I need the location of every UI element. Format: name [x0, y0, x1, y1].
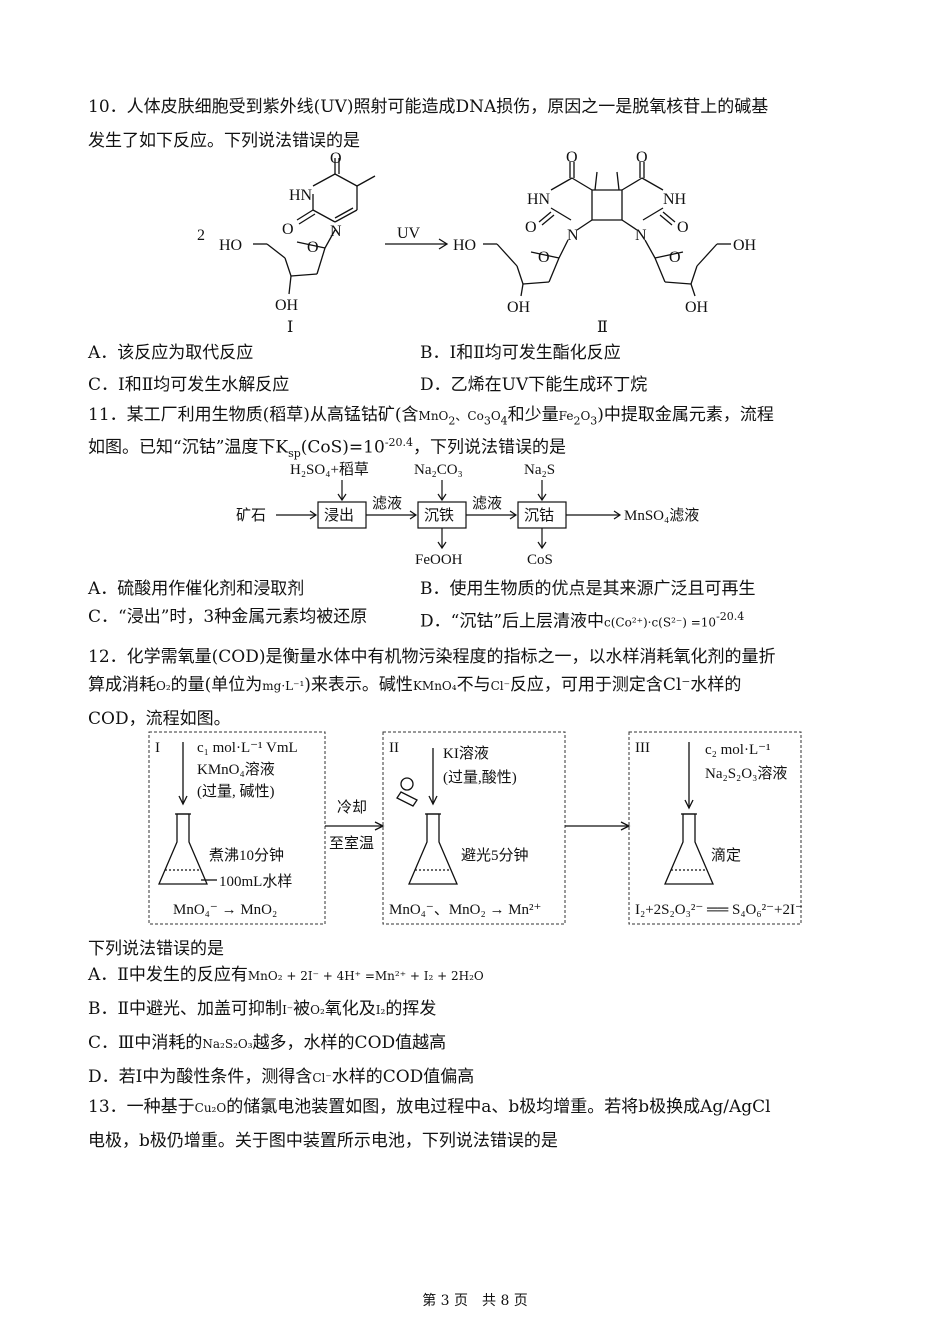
svg-text:MnO₄⁻、MnO₂ → Mn²⁺: MnO₄⁻、MnO₂ → Mn²⁺	[389, 902, 541, 918]
svg-text:OH: OH	[507, 299, 531, 316]
svg-text:HN: HN	[527, 191, 551, 208]
q10-reaction-diagram: 2 O HN O N O HO OH Ⅰ UV O O HN NH O O N …	[197, 149, 757, 336]
q11-option-d: D．“沉钴”后上层清液中c(Co²⁺)·c(S²⁻) =10-20.4	[420, 610, 745, 632]
q10-option-a: A．该反应为取代反应	[88, 343, 254, 363]
page-footer: 第 3 页 共 8 页	[422, 1293, 528, 1309]
q12-option-d: D．若Ⅰ中为酸性条件，测得含Cl⁻水样的COD值偏高	[88, 1067, 475, 1087]
svg-text:滤液: 滤液	[472, 495, 502, 512]
svg-text:UV: UV	[397, 225, 421, 242]
svg-text:FeOOH: FeOOH	[415, 552, 463, 568]
q13-stem-line2: 电极，b极仍增重。关于图中装置所示电池，下列说法错误的是	[88, 1131, 558, 1151]
svg-text:至室温: 至室温	[329, 835, 374, 852]
svg-text:O: O	[282, 221, 294, 238]
svg-text:Na₂CO₃: Na₂CO₃	[414, 462, 463, 478]
svg-text:Na₂S₂O₃溶液: Na₂S₂O₃溶液	[705, 765, 787, 782]
svg-text:H₂SO₄+稻草: H₂SO₄+稻草	[290, 461, 369, 478]
svg-text:MnSO₄滤液: MnSO₄滤液	[624, 507, 699, 524]
svg-text:N: N	[635, 227, 647, 244]
q11-stem-line1: 11．某工厂利用生物质(稻草)从高锰钴矿(含MnO2、Co3O4和少量Fe2O3…	[88, 405, 774, 428]
svg-text:CoS: CoS	[527, 552, 553, 568]
svg-text:O: O	[330, 150, 342, 167]
svg-text:O: O	[538, 249, 550, 266]
q11-option-b: B．使用生物质的优点是其来源广泛且可再生	[420, 579, 756, 599]
q10-option-c: C．Ⅰ和Ⅱ均可发生水解反应	[88, 375, 290, 395]
svg-text:矿石: 矿石	[236, 507, 266, 524]
svg-text:O: O	[636, 149, 648, 166]
svg-text:KMnO₄溶液: KMnO₄溶液	[197, 761, 275, 778]
q12-stem-line2: 算成消耗O₂的量(单位为mg·L⁻¹)来表示。碱性KMnO₄不与Cl⁻反应，可用…	[88, 675, 742, 695]
svg-text:O: O	[525, 219, 537, 236]
svg-text:100mL水样: 100mL水样	[219, 873, 292, 890]
svg-text:避光5分钟: 避光5分钟	[461, 847, 529, 864]
svg-text:I₂+2S₂O₃²⁻ ══ S₄O₆²⁻+2I⁻: I₂+2S₂O₃²⁻ ══ S₄O₆²⁻+2I⁻	[635, 902, 803, 918]
q10-option-b: B．Ⅰ和Ⅱ均可发生酯化反应	[420, 343, 621, 363]
q10-stem-line2: 发生了如下反应。下列说法错误的是	[88, 131, 360, 151]
svg-text:Ⅰ: Ⅰ	[287, 319, 293, 336]
q11-option-a: A．硫酸用作催化剂和浸取剂	[88, 579, 305, 599]
svg-text:沉铁: 沉铁	[424, 507, 454, 524]
svg-text:Na₂S: Na₂S	[524, 462, 555, 478]
q13-stem-line1: 13．一种基于Cu₂O的储氯电池装置如图，放电过程中a、b极均增重。若将b极换成…	[88, 1097, 771, 1117]
svg-text:c₁ mol·L⁻¹ VmL: c₁ mol·L⁻¹ VmL	[197, 740, 298, 756]
svg-text:OH: OH	[685, 299, 709, 316]
svg-text:c₂ mol·L⁻¹: c₂ mol·L⁻¹	[705, 742, 771, 758]
svg-text:滴定: 滴定	[711, 846, 741, 864]
q10-stem-line1: 10．人体皮肤细胞受到紫外线(UV)照射可能造成DNA损伤，原因之一是脱氧核苷上…	[88, 97, 769, 117]
svg-text:OH: OH	[275, 297, 299, 314]
svg-text:浸出: 浸出	[324, 507, 354, 524]
svg-text:O: O	[307, 239, 319, 256]
svg-text:煮沸10分钟: 煮沸10分钟	[209, 847, 284, 864]
svg-text:I: I	[155, 740, 160, 756]
svg-text:NH: NH	[663, 191, 687, 208]
svg-text:(过量, 碱性): (过量, 碱性)	[197, 783, 275, 800]
svg-text:冷却: 冷却	[337, 799, 367, 816]
svg-text:沉钴: 沉钴	[524, 507, 554, 524]
svg-text:OH: OH	[733, 237, 757, 254]
q11-stem-line2: 如图。已知“沉钴”温度下Ksp(CoS)=10-20.4，下列说法错误的是	[88, 436, 567, 461]
svg-text:MnO₄⁻ → MnO₂: MnO₄⁻ → MnO₂	[173, 902, 277, 918]
svg-text:滤液: 滤液	[372, 495, 402, 512]
q11-flowchart: H₂SO₄+稻草 Na₂CO₃ Na₂S 矿石 浸出 沉铁 沉钴 滤液 滤液 M…	[236, 461, 699, 568]
q11-option-c: C．“浸出”时，3种金属元素均被还原	[88, 607, 368, 627]
q12-cod-flow-diagram: I c₁ mol·L⁻¹ VmL KMnO₄溶液 (过量, 碱性) 煮沸10分钟…	[148, 731, 803, 925]
svg-text:HO: HO	[453, 237, 476, 254]
svg-text:N: N	[567, 227, 579, 244]
q12-question: 下列说法错误的是	[88, 939, 224, 959]
svg-text:HN: HN	[289, 187, 313, 204]
svg-text:2: 2	[197, 227, 205, 244]
q12-option-a: A．Ⅱ中发生的反应有MnO₂ + 2I⁻ + 4H⁺ =Mn²⁺ + I₂ + …	[88, 965, 484, 985]
svg-text:HO: HO	[219, 237, 242, 254]
svg-text:III: III	[635, 740, 650, 756]
svg-text:O: O	[669, 249, 681, 266]
q10-option-d: D．乙烯在UV下能生成环丁烷	[420, 375, 648, 395]
q12-option-c: C．Ⅲ中消耗的Na₂S₂O₃越多，水样的COD值越高	[88, 1033, 447, 1053]
svg-text:KI溶液: KI溶液	[443, 745, 489, 762]
q12-stem-line3: COD，流程如图。	[88, 709, 231, 729]
svg-text:O: O	[677, 219, 689, 236]
svg-text:(过量,酸性): (过量,酸性)	[443, 769, 517, 786]
q12-stem-line1: 12．化学需氧量(COD)是衡量水体中有机物污染程度的指标之一，以水样消耗氧化剂…	[88, 647, 776, 667]
svg-text:II: II	[389, 740, 399, 756]
svg-text:O: O	[566, 149, 578, 166]
svg-text:Ⅱ: Ⅱ	[597, 319, 608, 336]
svg-text:N: N	[330, 223, 342, 240]
q12-option-b: B．Ⅱ中避光、加盖可抑制I⁻被O₂氧化及I₂的挥发	[88, 999, 437, 1019]
